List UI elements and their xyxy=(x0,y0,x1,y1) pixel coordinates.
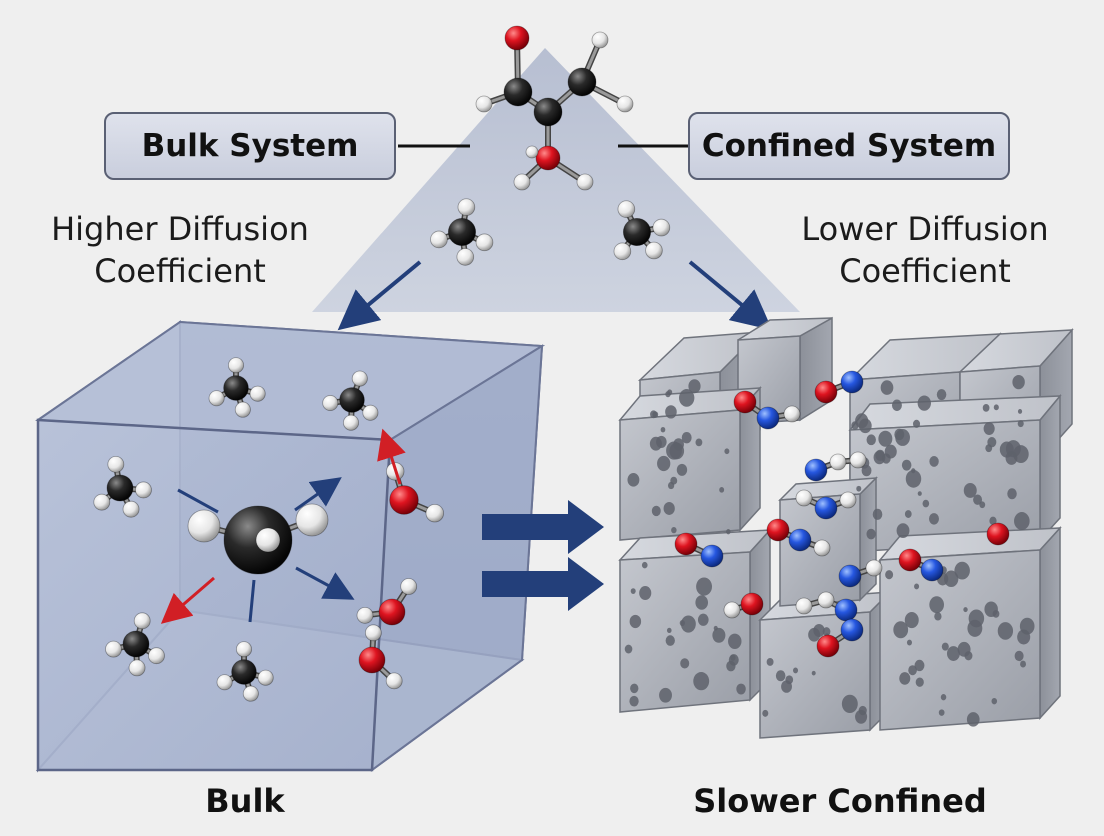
triangle-methane-right xyxy=(613,200,671,261)
motion-arrow-2 xyxy=(295,566,355,600)
confined-system-label: Confined System xyxy=(688,112,1010,180)
slower-confined-caption: Slower Confined xyxy=(693,782,987,820)
top-molecule xyxy=(475,25,634,191)
bulk-water-2 xyxy=(356,578,418,626)
bulk-methane-4 xyxy=(105,612,165,677)
bulk-methane-2 xyxy=(322,370,379,431)
pore-molecule-4 xyxy=(795,489,857,520)
pore-molecule-3 xyxy=(804,451,867,482)
central-triangle xyxy=(312,48,800,312)
right-caption: Lower Diffusion Coefficient xyxy=(780,208,1070,292)
pore-molecule-2 xyxy=(814,370,864,404)
pore-molecule-6 xyxy=(674,532,724,568)
bulk-cube xyxy=(35,320,546,773)
bulk-system-label: Bulk System xyxy=(104,112,396,180)
bulk-caption: Bulk xyxy=(205,782,285,820)
motion-arrow-4 xyxy=(377,428,406,485)
bulk-methane-5 xyxy=(216,641,274,702)
right-caption-line2: Coefficient xyxy=(839,252,1011,290)
pore-molecule-12 xyxy=(986,522,1010,546)
motion-tail-2 xyxy=(248,579,256,623)
porous-block xyxy=(618,316,1074,739)
motion-tail-1 xyxy=(177,488,219,514)
pore-molecule-5 xyxy=(766,518,831,557)
pore-molecule-11 xyxy=(816,618,864,658)
bulk-central-methane xyxy=(187,503,329,575)
pore-molecule-8 xyxy=(898,548,944,582)
triangle-methane-left xyxy=(430,198,494,266)
bulk-water-3 xyxy=(358,624,403,690)
pore-molecule-9 xyxy=(723,592,764,619)
molecules-layer xyxy=(93,25,1010,702)
right-caption-line1: Lower Diffusion xyxy=(801,210,1049,248)
pore-molecule-10 xyxy=(795,591,858,622)
arrow-to-confined xyxy=(688,260,773,331)
left-caption-line1: Higher Diffusion xyxy=(51,210,309,248)
left-caption-line2: Coefficient xyxy=(94,252,266,290)
left-caption: Higher Diffusion Coefficient xyxy=(30,208,330,292)
motion-arrow-3 xyxy=(160,576,215,624)
bulk-methane-1 xyxy=(208,357,266,418)
motion-arrow-1 xyxy=(294,477,342,512)
bulk-methane-3 xyxy=(93,455,152,518)
pore-molecule-1 xyxy=(733,390,801,430)
transition-arrows xyxy=(482,500,604,611)
arrow-to-bulk xyxy=(337,260,422,331)
pore-molecule-7 xyxy=(838,559,883,588)
